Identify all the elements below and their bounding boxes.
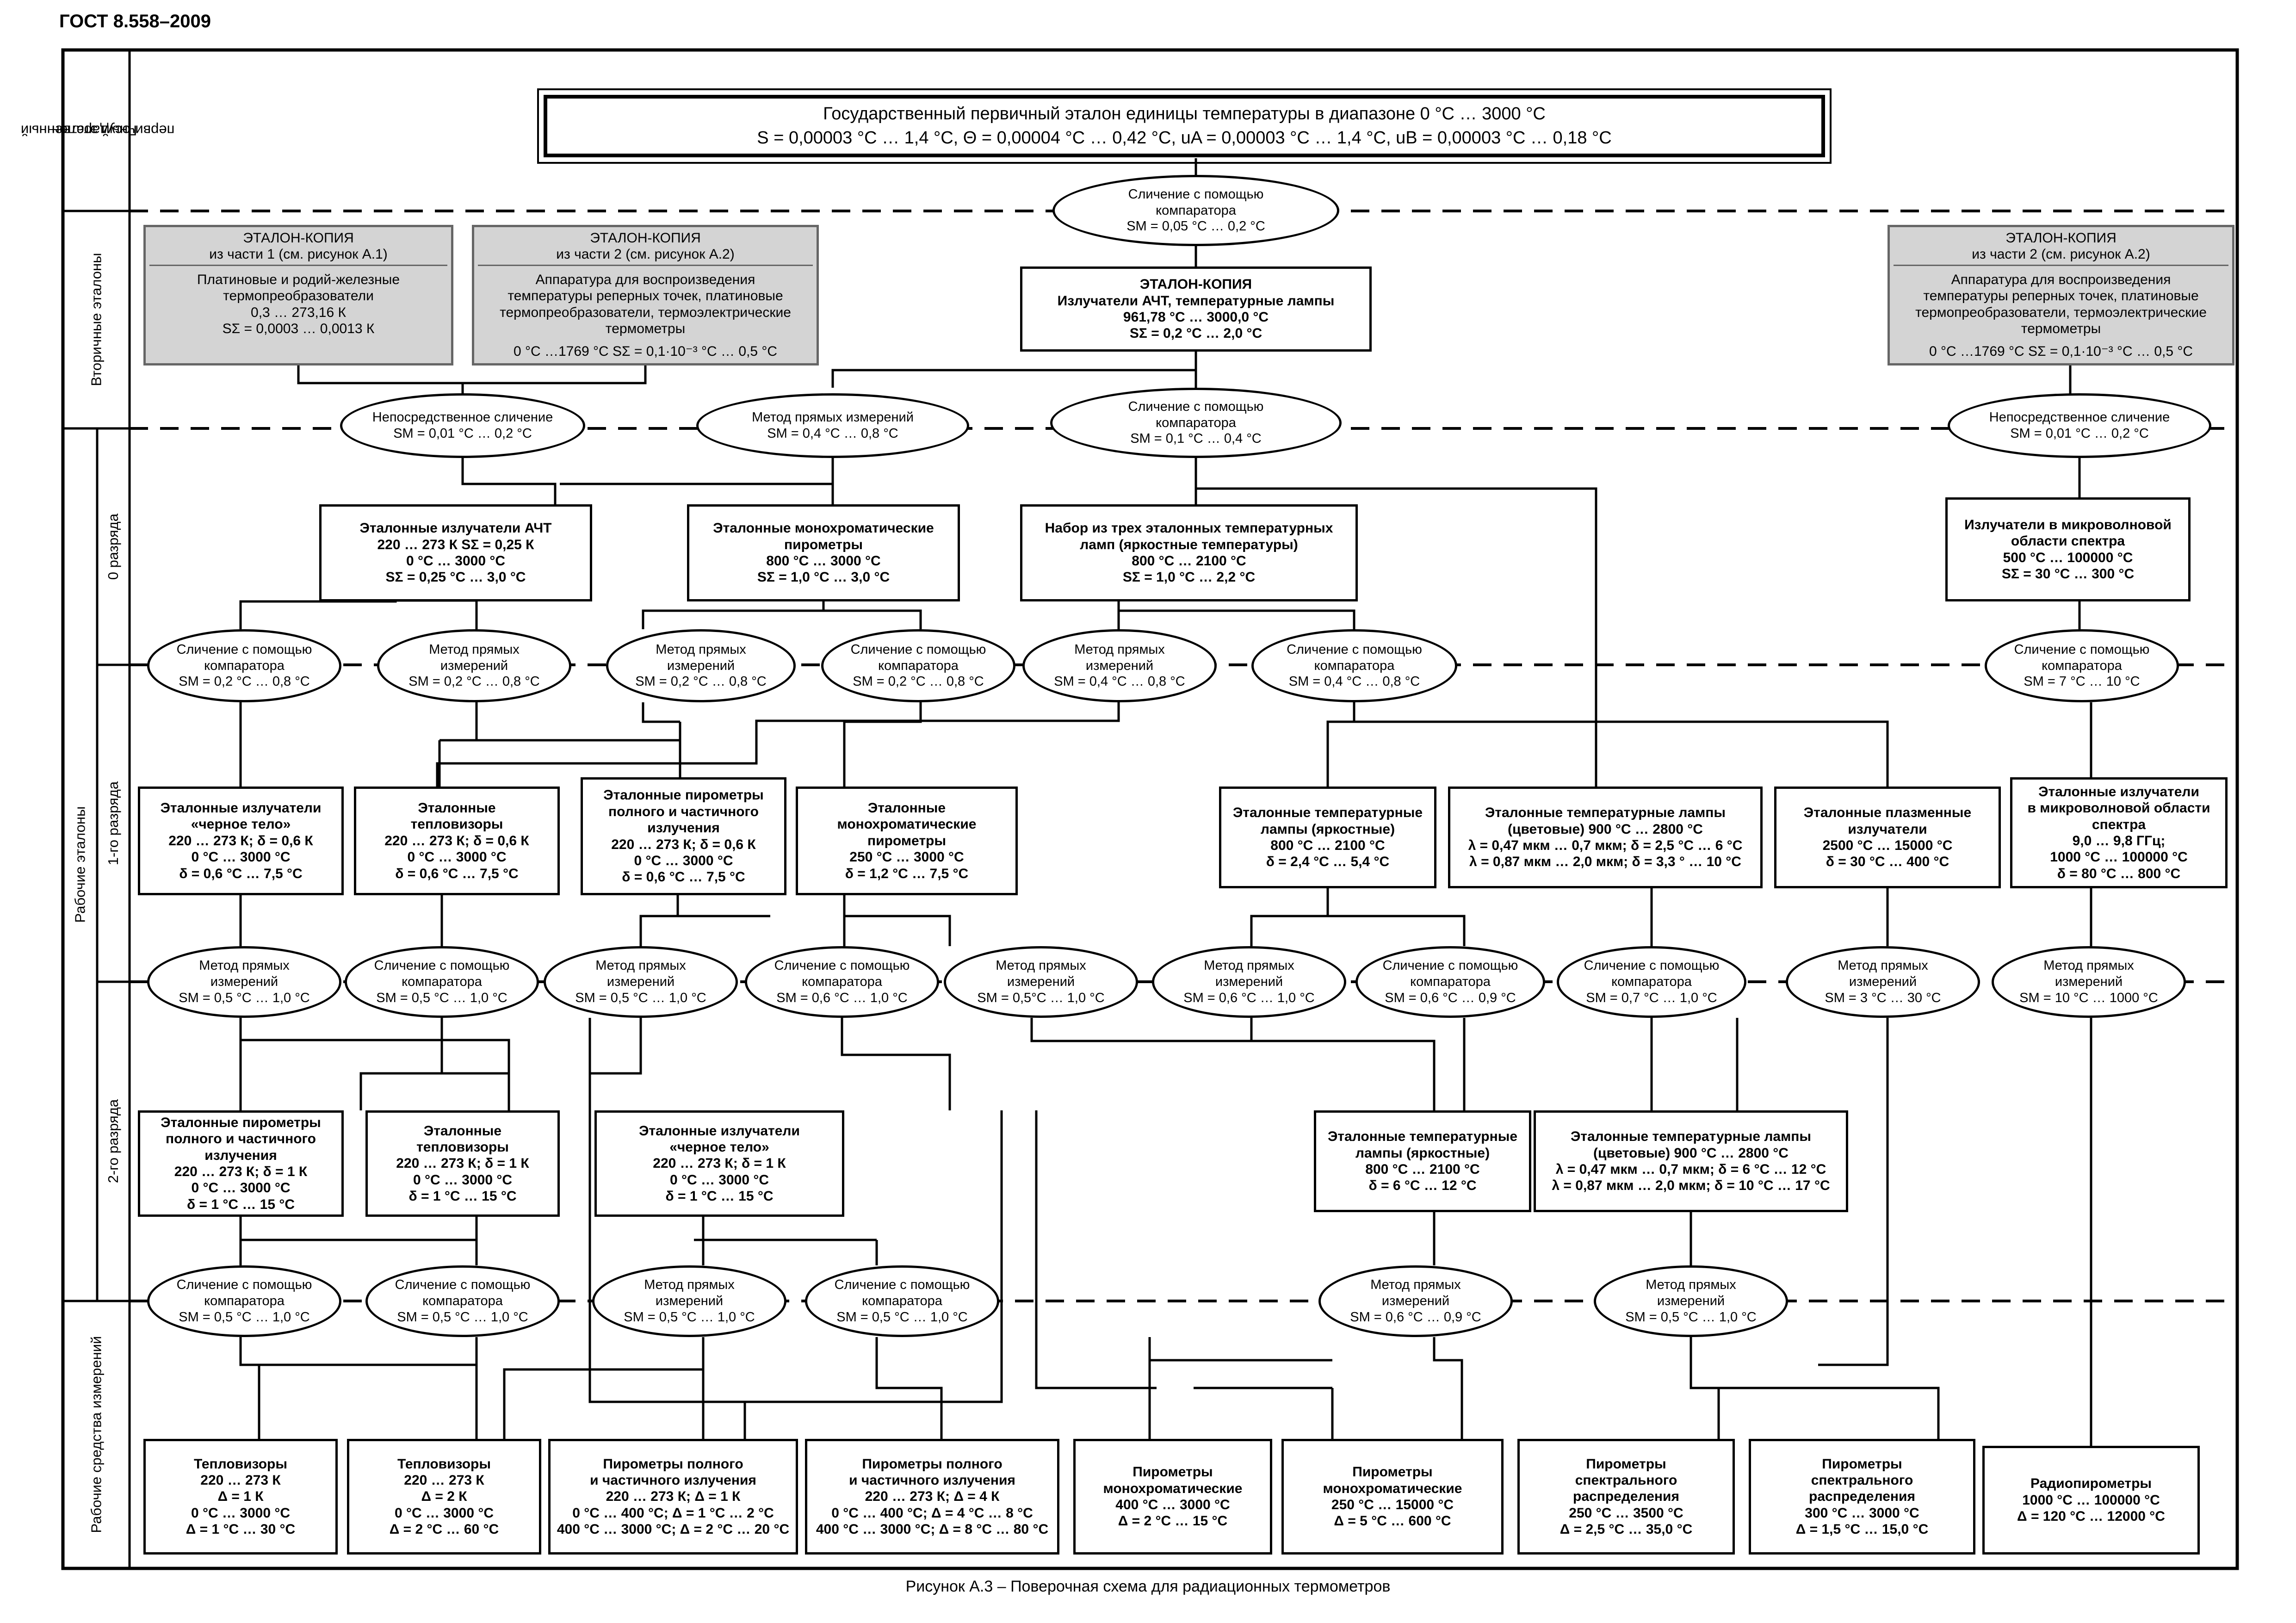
side-dividers (63, 210, 130, 1302)
rank2-color-lamps: Эталонные температурные лампы(цветовые) … (1534, 1110, 1848, 1212)
side-label-rank0: 0 разряда (105, 513, 122, 580)
document-header: ГОСТ 8.558–2009 (59, 11, 211, 31)
connectors (239, 158, 2092, 1446)
side-label-primary-line2: первичный эталон (52, 122, 175, 139)
primary-standard-params: S = 0,00003 °С … 1,4 °С, Θ = 0,00004 °С … (757, 128, 1612, 148)
side-label-rank1: 1-го разряда (105, 781, 122, 866)
primary-standard-box: Государственный первичный эталон единицы… (537, 88, 1832, 164)
rank1-color-lamps: Эталонные температурные лампы(цветовые) … (1448, 787, 1763, 888)
side-label-instruments: Рабочие средства измерений (88, 1336, 105, 1533)
side-label-working: Рабочие эталоны (72, 806, 88, 923)
primary-standard-title: Государственный первичный эталон единицы… (823, 104, 1546, 124)
figure-caption: Рисунок А.3 – Поверочная схема для радиа… (905, 1578, 1391, 1595)
side-column-line (96, 50, 131, 1568)
outer-frame (61, 48, 2239, 1570)
rank2-blackbody: Эталонные излучатели«черное тело»220 … 2… (594, 1110, 844, 1217)
rank1-blackbody: Эталонные излучатели«черное тело»220 … 2… (138, 787, 344, 895)
side-label-rank2: 2-го разряда (105, 1099, 122, 1183)
side-label-secondary: Вторичные эталоны (88, 253, 105, 387)
